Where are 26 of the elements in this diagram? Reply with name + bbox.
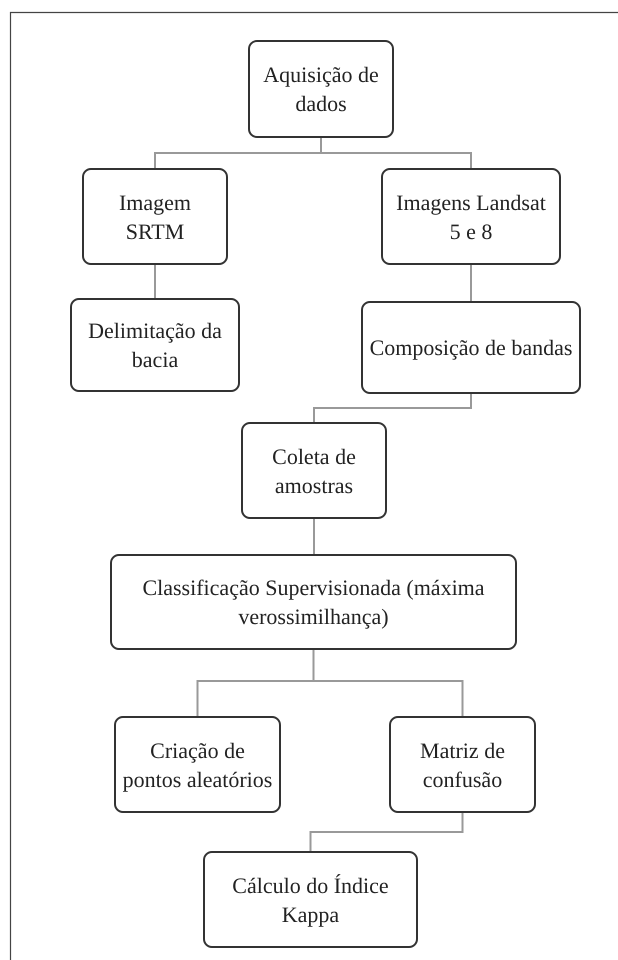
- step-label: Criação de pontos aleatórios: [122, 736, 273, 794]
- step-label: Classificação Supervisionada (máxima verossimilhança): [141, 574, 486, 631]
- process-box: [248, 40, 394, 138]
- step-label: Cálculo do Índice Kappa: [231, 872, 390, 928]
- process-box: [241, 422, 387, 519]
- process-box: [82, 168, 228, 265]
- process-box: [70, 298, 240, 392]
- connector-line: [470, 265, 472, 301]
- step-label: Delimitação da bacia: [87, 317, 223, 374]
- process-box: [389, 716, 536, 813]
- connector-line: [320, 138, 472, 168]
- process-box: [110, 554, 517, 650]
- connector-line: [313, 519, 315, 554]
- process-box: [381, 168, 561, 265]
- step-label: Aquisição de dados: [262, 61, 380, 118]
- process-box: [114, 716, 281, 813]
- connector-line: [154, 265, 156, 298]
- process-box: [203, 851, 418, 948]
- step-label: Imagens Landsat 5 e 8: [395, 188, 547, 246]
- process-box: [361, 301, 581, 394]
- connector-line: [313, 394, 472, 422]
- step-label: Matriz de confusão: [419, 736, 506, 794]
- step-label: Composição de bandas: [370, 334, 572, 362]
- step-label: Imagem SRTM: [118, 188, 192, 246]
- step-label: Coleta de amostras: [271, 442, 357, 500]
- connector-line: [310, 813, 464, 851]
